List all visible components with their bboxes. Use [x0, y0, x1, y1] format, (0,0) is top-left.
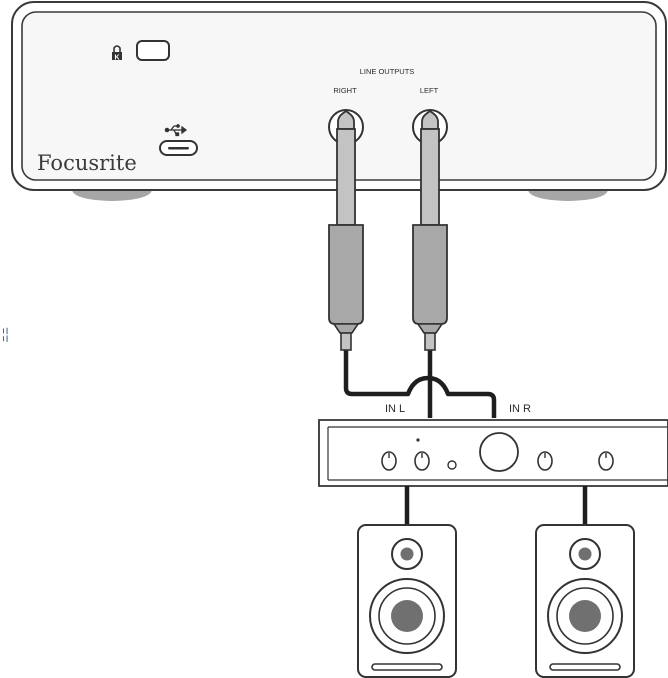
interface-foot-right — [528, 190, 608, 201]
speaker-left — [357, 524, 457, 678]
amp-input-left-label: IN L — [385, 403, 405, 415]
jack-plug-left — [412, 109, 448, 351]
kensington-slot — [136, 40, 170, 61]
speaker-right — [535, 524, 635, 678]
amp-volume-knob — [479, 432, 519, 472]
amp-knob-1 — [381, 451, 397, 471]
usb-c-port — [159, 140, 198, 156]
line-outputs-label: LINE OUTPUTS — [360, 67, 415, 76]
brand-logo: Focusrite — [37, 151, 137, 175]
amp-knob-2 — [414, 451, 430, 471]
interface-foot-left — [72, 190, 152, 201]
side-tab-link[interactable]: ΞΞ — [0, 327, 10, 343]
cable-right-output — [343, 350, 497, 418]
left-output-label: LEFT — [420, 86, 439, 95]
amp-knob-4 — [598, 451, 614, 471]
amp-knob-3 — [537, 451, 553, 471]
amp-led — [447, 460, 457, 470]
amp-input-right-label: IN R — [509, 403, 531, 415]
jack-plug-right — [328, 109, 364, 351]
right-output-label: RIGHT — [333, 86, 357, 95]
svg-text:K: K — [115, 54, 120, 61]
kensington-lock-icon: K — [112, 45, 122, 61]
usb-icon — [164, 124, 188, 137]
